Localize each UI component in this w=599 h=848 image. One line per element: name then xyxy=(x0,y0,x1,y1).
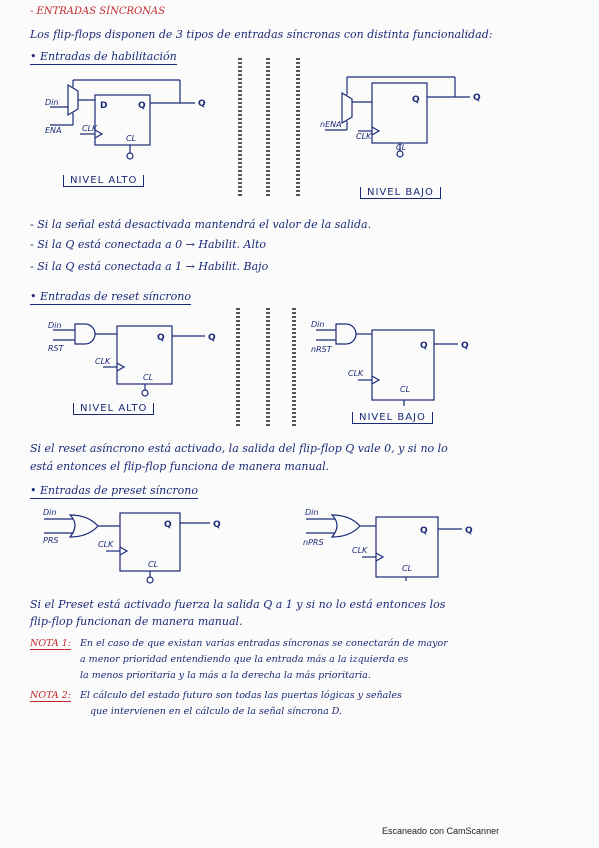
divider xyxy=(266,308,270,428)
level-low-label: NIVEL BAJO xyxy=(360,187,441,199)
pin-out: Q xyxy=(198,99,206,109)
hab-note-3: - Si la Q está conectada a 1 → Habilit. … xyxy=(30,260,269,273)
scanner-watermark: Escaneado con CamScanner xyxy=(382,826,500,836)
pin-din: Din xyxy=(48,321,61,330)
nota1-line-1: En el caso de que existan varias entrada… xyxy=(80,638,448,649)
nota2-line-1: El cálculo del estado futuro son todas l… xyxy=(80,690,402,701)
pin-q: Q xyxy=(420,341,428,351)
pin-din: Din xyxy=(305,508,318,517)
pin-q: Q xyxy=(138,101,146,111)
pin-clk: CLK xyxy=(98,540,114,549)
pin-nrst: nRST xyxy=(311,345,333,354)
divider xyxy=(238,58,242,198)
preset-low-diagram: Din nPRS Q CLK CL Q xyxy=(303,508,473,581)
pin-clk: CLK xyxy=(348,369,364,378)
pin-cl: CL xyxy=(402,564,412,573)
habilitacion-heading: • Entradas de habilitación xyxy=(30,50,177,65)
pin-clk: CLK xyxy=(82,124,98,133)
nota1-label: NOTA 1: xyxy=(30,638,72,650)
pin-cl: CL xyxy=(396,143,406,152)
pin-cl: CL xyxy=(143,373,153,382)
pin-clk: CLK xyxy=(356,132,372,141)
pin-din: Din xyxy=(43,508,56,517)
pin-nprs: nPRS xyxy=(303,538,324,547)
divider xyxy=(236,308,240,428)
pin-q: Q xyxy=(420,526,428,536)
hab-note-1: - Si la señal está desactivada mantendrá… xyxy=(30,218,372,231)
pin-nena: nENA xyxy=(320,120,342,129)
pin-clk: CLK xyxy=(95,357,111,366)
pin-out: Q xyxy=(465,526,473,536)
reset-text-2: está entonces el flip-flop funciona de m… xyxy=(30,460,330,473)
nota1-line-2: a menor prioridad entendiendo que la ent… xyxy=(80,654,409,665)
pin-out: Q xyxy=(213,520,221,530)
pin-q: Q xyxy=(157,333,165,343)
pin-cl: CL xyxy=(126,134,136,143)
pin-q: Q xyxy=(412,95,420,105)
nota2-line-2: que intervienen en el cálculo de la seña… xyxy=(90,706,343,717)
reset-high-diagram: Din RST Q CLK CL Q xyxy=(48,321,216,397)
pin-cl: CL xyxy=(400,385,410,394)
reset-text-1: Si el reset asíncrono está activado, la … xyxy=(30,442,448,455)
pin-out: Q xyxy=(461,341,469,351)
pin-d: D xyxy=(100,101,107,111)
intro-text: Los flip-flops disponen de 3 tipos de en… xyxy=(30,28,493,41)
pin-ena: ENA xyxy=(45,126,62,135)
nota1-line-3: la menos prioritaria y la más a la derec… xyxy=(80,670,371,681)
pin-clk: CLK xyxy=(352,546,368,555)
nota2-label: NOTA 2: xyxy=(30,690,72,702)
preset-heading: • Entradas de preset síncrono xyxy=(30,484,199,499)
section-title: - ENTRADAS SÍNCRONAS xyxy=(30,6,166,17)
pin-out: Q xyxy=(473,93,481,103)
pin-out: Q xyxy=(208,333,216,343)
preset-text-1: Si el Preset está activado fuerza la sal… xyxy=(30,598,446,611)
pin-rst: RST xyxy=(48,344,65,353)
preset-text-2: flip-flop funcionan de manera manual. xyxy=(30,615,243,628)
pin-din: Din xyxy=(311,320,324,329)
level-high-label: NIVEL ALTO xyxy=(63,175,145,187)
hab-note-2: - Si la Q está conectada a 0 → Habilit. … xyxy=(30,238,267,251)
divider xyxy=(292,308,296,428)
reset-low-diagram: Din nRST Q CLK CL Q xyxy=(311,320,469,406)
pin-din: Din xyxy=(45,98,58,107)
level-low-label: NIVEL BAJO xyxy=(352,412,433,424)
preset-high-diagram: Din PRS Q CLK CL Q xyxy=(43,508,221,584)
habilitacion-high-diagram: Din ENA D Q CLK CL Q xyxy=(45,79,206,160)
level-high-label: NIVEL ALTO xyxy=(73,403,155,415)
pin-prs: PRS xyxy=(43,536,58,545)
divider xyxy=(266,58,270,198)
pin-cl: CL xyxy=(148,560,158,569)
pin-q: Q xyxy=(164,520,172,530)
reset-heading: • Entradas de reset síncrono xyxy=(30,290,191,305)
habilitacion-low-diagram: nENA Q CLK CL Q xyxy=(320,76,481,158)
divider xyxy=(296,58,300,198)
